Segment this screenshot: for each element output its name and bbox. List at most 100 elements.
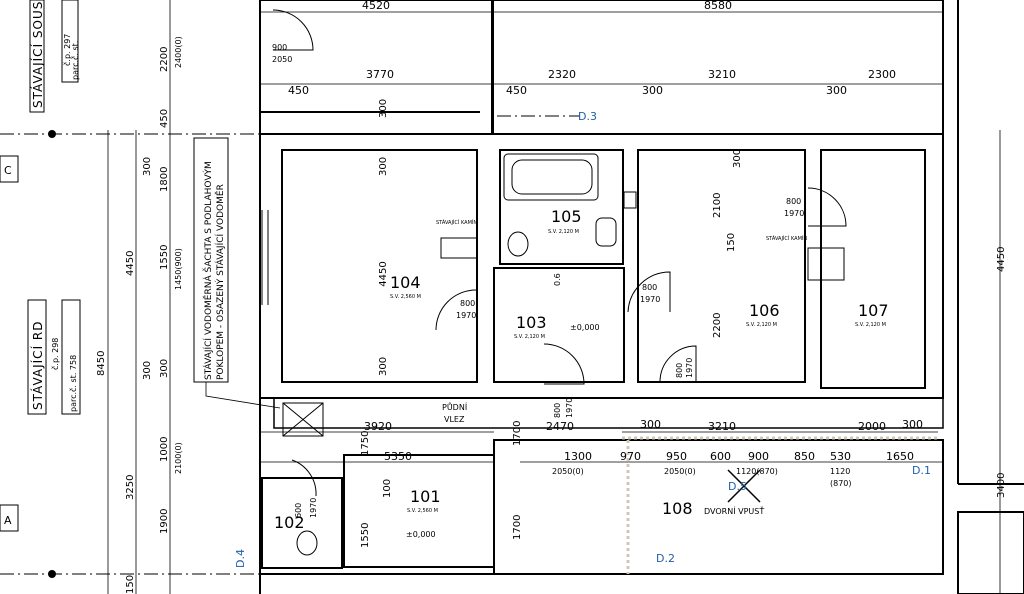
door-swing: [627, 271, 671, 313]
room-101-height: S.V. 2,560 M: [407, 508, 438, 514]
room-106-height: S.V. 2,120 M: [746, 322, 777, 328]
dim-label: 300: [378, 99, 389, 118]
walls: [259, 0, 1024, 594]
dim-label: 300: [159, 359, 170, 378]
opening-label: 800: [460, 299, 475, 308]
room-104-number: 104: [390, 273, 421, 292]
opening-label: 600: [294, 503, 303, 518]
opening-label: 1120: [830, 467, 850, 476]
opening-label: 800: [786, 197, 801, 206]
door-swing: [659, 345, 697, 383]
room-102-number: 102: [274, 513, 305, 532]
neighbor-parcel: parc.č. st.: [70, 41, 80, 80]
room-104-wall: [281, 149, 478, 383]
dim-label: 300: [378, 157, 389, 176]
dim-label: 1550: [159, 245, 170, 270]
dim-label: 4450: [125, 251, 136, 276]
tile-border: [622, 436, 938, 574]
dim-label: 300: [142, 361, 153, 380]
bathtub-basin: [511, 159, 593, 195]
room-101-number: 101: [410, 487, 441, 506]
room-104-height: S.V. 2,560 M: [390, 294, 421, 300]
toilet-icon: [296, 530, 318, 556]
opening-label: 800: [553, 403, 562, 418]
dim-label: 8450: [96, 351, 107, 376]
axis-label-a: A: [4, 514, 12, 527]
side-frame: [61, 299, 81, 415]
neighbor-cp: č.p. 297: [62, 34, 72, 66]
dim-label: 150: [726, 233, 737, 252]
door-swing: [807, 187, 847, 227]
bathtub-icon: [503, 153, 599, 201]
axis-dot: [48, 130, 56, 138]
dim-label: 1700: [512, 515, 523, 540]
dim-label: 450: [288, 84, 309, 97]
dim-label: 300: [732, 149, 743, 168]
dim-label: 1700: [512, 421, 523, 446]
dim-label: 5350: [384, 450, 412, 463]
side-frame: [29, 0, 45, 113]
dim-label: 3400: [996, 473, 1007, 498]
dim-label: 150: [125, 575, 136, 594]
wall-outline: [259, 133, 944, 399]
leader-line: [205, 382, 281, 409]
dim-label: 1800: [159, 167, 170, 192]
room-107-number: 107: [858, 301, 889, 320]
shaft-cross: [282, 402, 324, 437]
level-mark: ±0,000: [406, 530, 436, 539]
house-title: STÁVAJÍCÍ RD: [30, 321, 45, 411]
dim-label: 950: [666, 450, 687, 463]
shaft-icon: [282, 402, 324, 437]
room-108-number: 108: [662, 499, 693, 518]
dim-label: 850: [794, 450, 815, 463]
dim-label: 1650: [886, 450, 914, 463]
level-mark: ±0,000: [570, 323, 600, 332]
dim-label: 2000: [858, 420, 886, 433]
note-frame: [193, 137, 229, 383]
dim-label: 1750: [360, 431, 371, 456]
neighbor-title: STÁVAJÍCÍ SOUSE: [30, 0, 45, 108]
sink-icon: [595, 217, 617, 247]
opening-label: 2050(0): [664, 467, 696, 476]
opening-label: 1970: [685, 358, 694, 378]
dim-label: 300: [826, 84, 847, 97]
dim-label: 4450: [378, 261, 389, 286]
wall-outline: [492, 0, 944, 135]
axis-dot: [48, 570, 56, 578]
opening-label: (870): [830, 479, 852, 488]
note-box: [27, 0, 229, 415]
wall-outline: [259, 0, 493, 135]
axis-label-c: C: [4, 164, 12, 177]
fixtures: [282, 153, 845, 556]
room-105-height: S.V. 2,120 M: [548, 229, 579, 235]
room-103-height: S.V. 2,120 M: [514, 334, 545, 340]
door-swing: [543, 343, 585, 385]
dim-label: 2200: [159, 47, 170, 72]
dim-label: 1550: [360, 523, 371, 548]
house-cp: č.p. 298: [50, 338, 60, 370]
detail-ref: D.2: [656, 552, 675, 565]
room-103-number: 103: [516, 313, 547, 332]
dim-label: 2100: [712, 193, 723, 218]
detail-ref: D.3: [578, 110, 597, 123]
axis-lines: [0, 115, 580, 575]
dim-label: 300: [378, 357, 389, 376]
dim-label: 4450: [996, 247, 1007, 272]
dim-label: 450: [506, 84, 527, 97]
opening-label: 1970: [456, 311, 476, 320]
attic-label: VLEZ: [444, 415, 465, 424]
room-102-wall: [261, 477, 343, 569]
dim-label: 1300: [564, 450, 592, 463]
dim-label: 2300: [868, 68, 896, 81]
axis-marker-c: [0, 155, 19, 183]
dim-label: 3210: [708, 420, 736, 433]
dim-label: 600: [710, 450, 731, 463]
attic-label: PŮDNÍ: [442, 401, 468, 412]
dim-label: 300: [642, 84, 663, 97]
opening-label: 0.6: [553, 273, 562, 286]
dim-label: 4520: [362, 0, 390, 12]
room-107-wall: [820, 149, 926, 389]
dim-label: 3770: [366, 68, 394, 81]
dim-label: 3920: [364, 420, 392, 433]
